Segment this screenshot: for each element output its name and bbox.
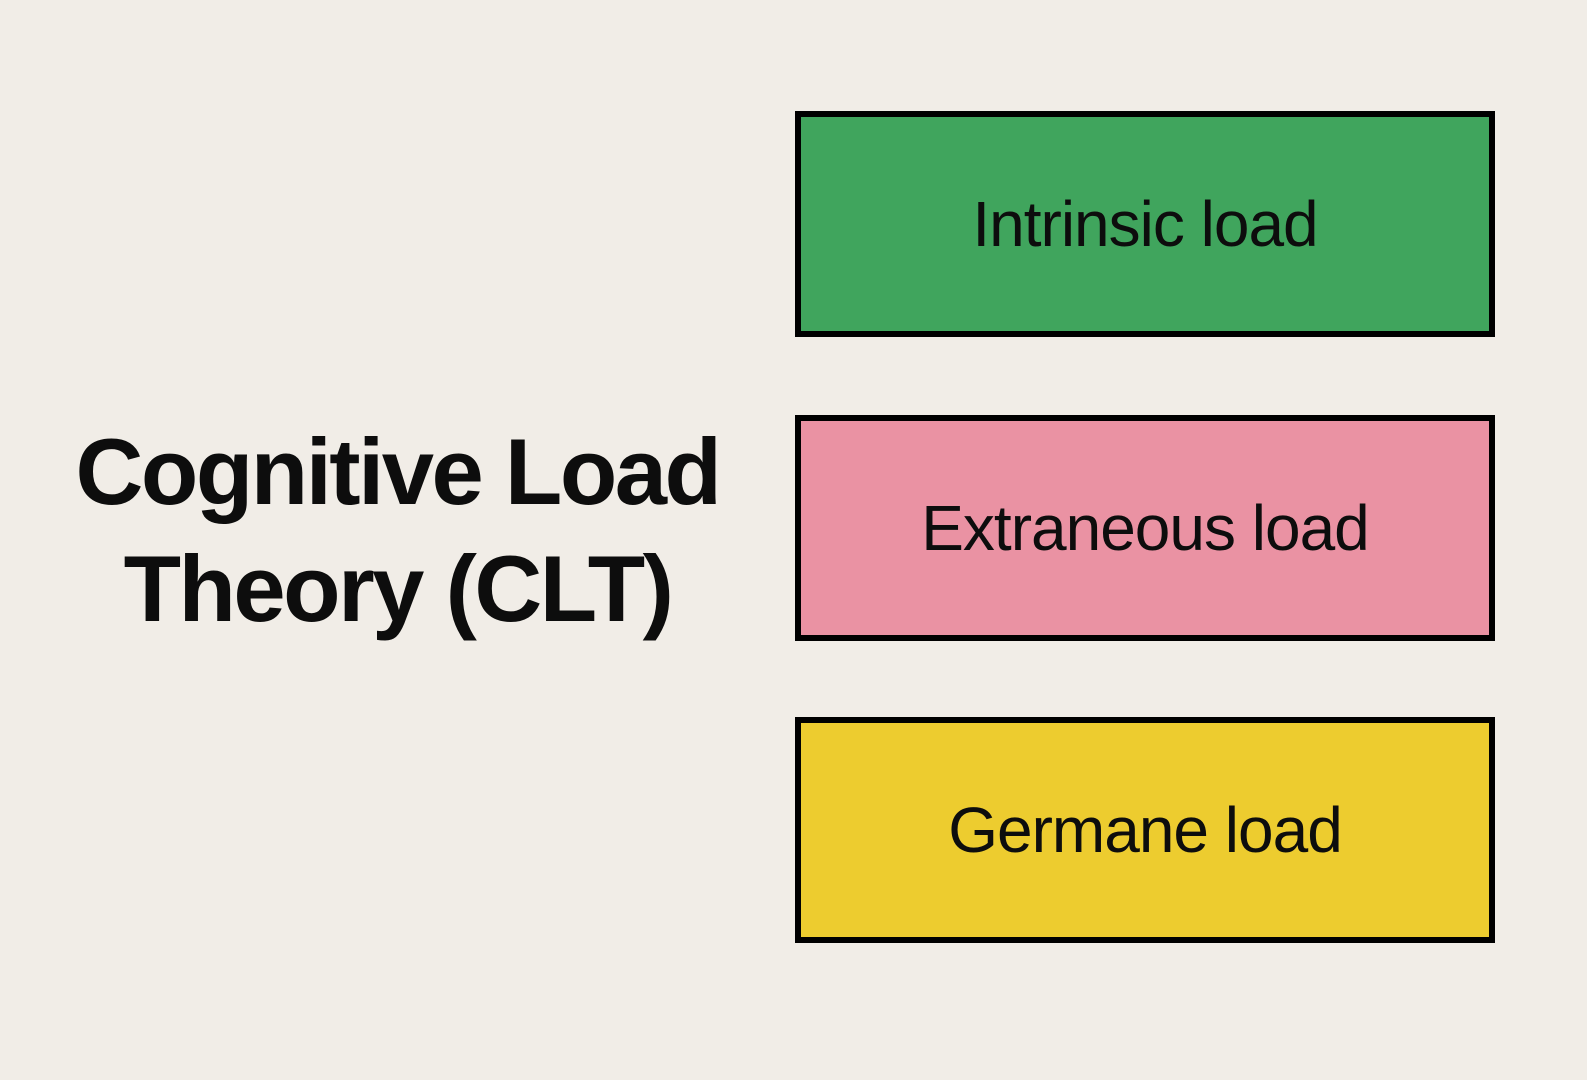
intrinsic-load-label: Intrinsic load xyxy=(972,188,1318,260)
intrinsic-load-box: Intrinsic load xyxy=(795,111,1495,337)
title-line-1: Cognitive Load xyxy=(75,419,722,524)
germane-load-box: Germane load xyxy=(795,717,1495,943)
diagram-title: Cognitive Load Theory (CLT) xyxy=(0,414,795,647)
extraneous-load-box: Extraneous load xyxy=(795,415,1495,641)
extraneous-load-label: Extraneous load xyxy=(921,492,1370,564)
germane-load-label: Germane load xyxy=(948,794,1343,866)
title-line-2: Theory (CLT) xyxy=(123,535,674,641)
